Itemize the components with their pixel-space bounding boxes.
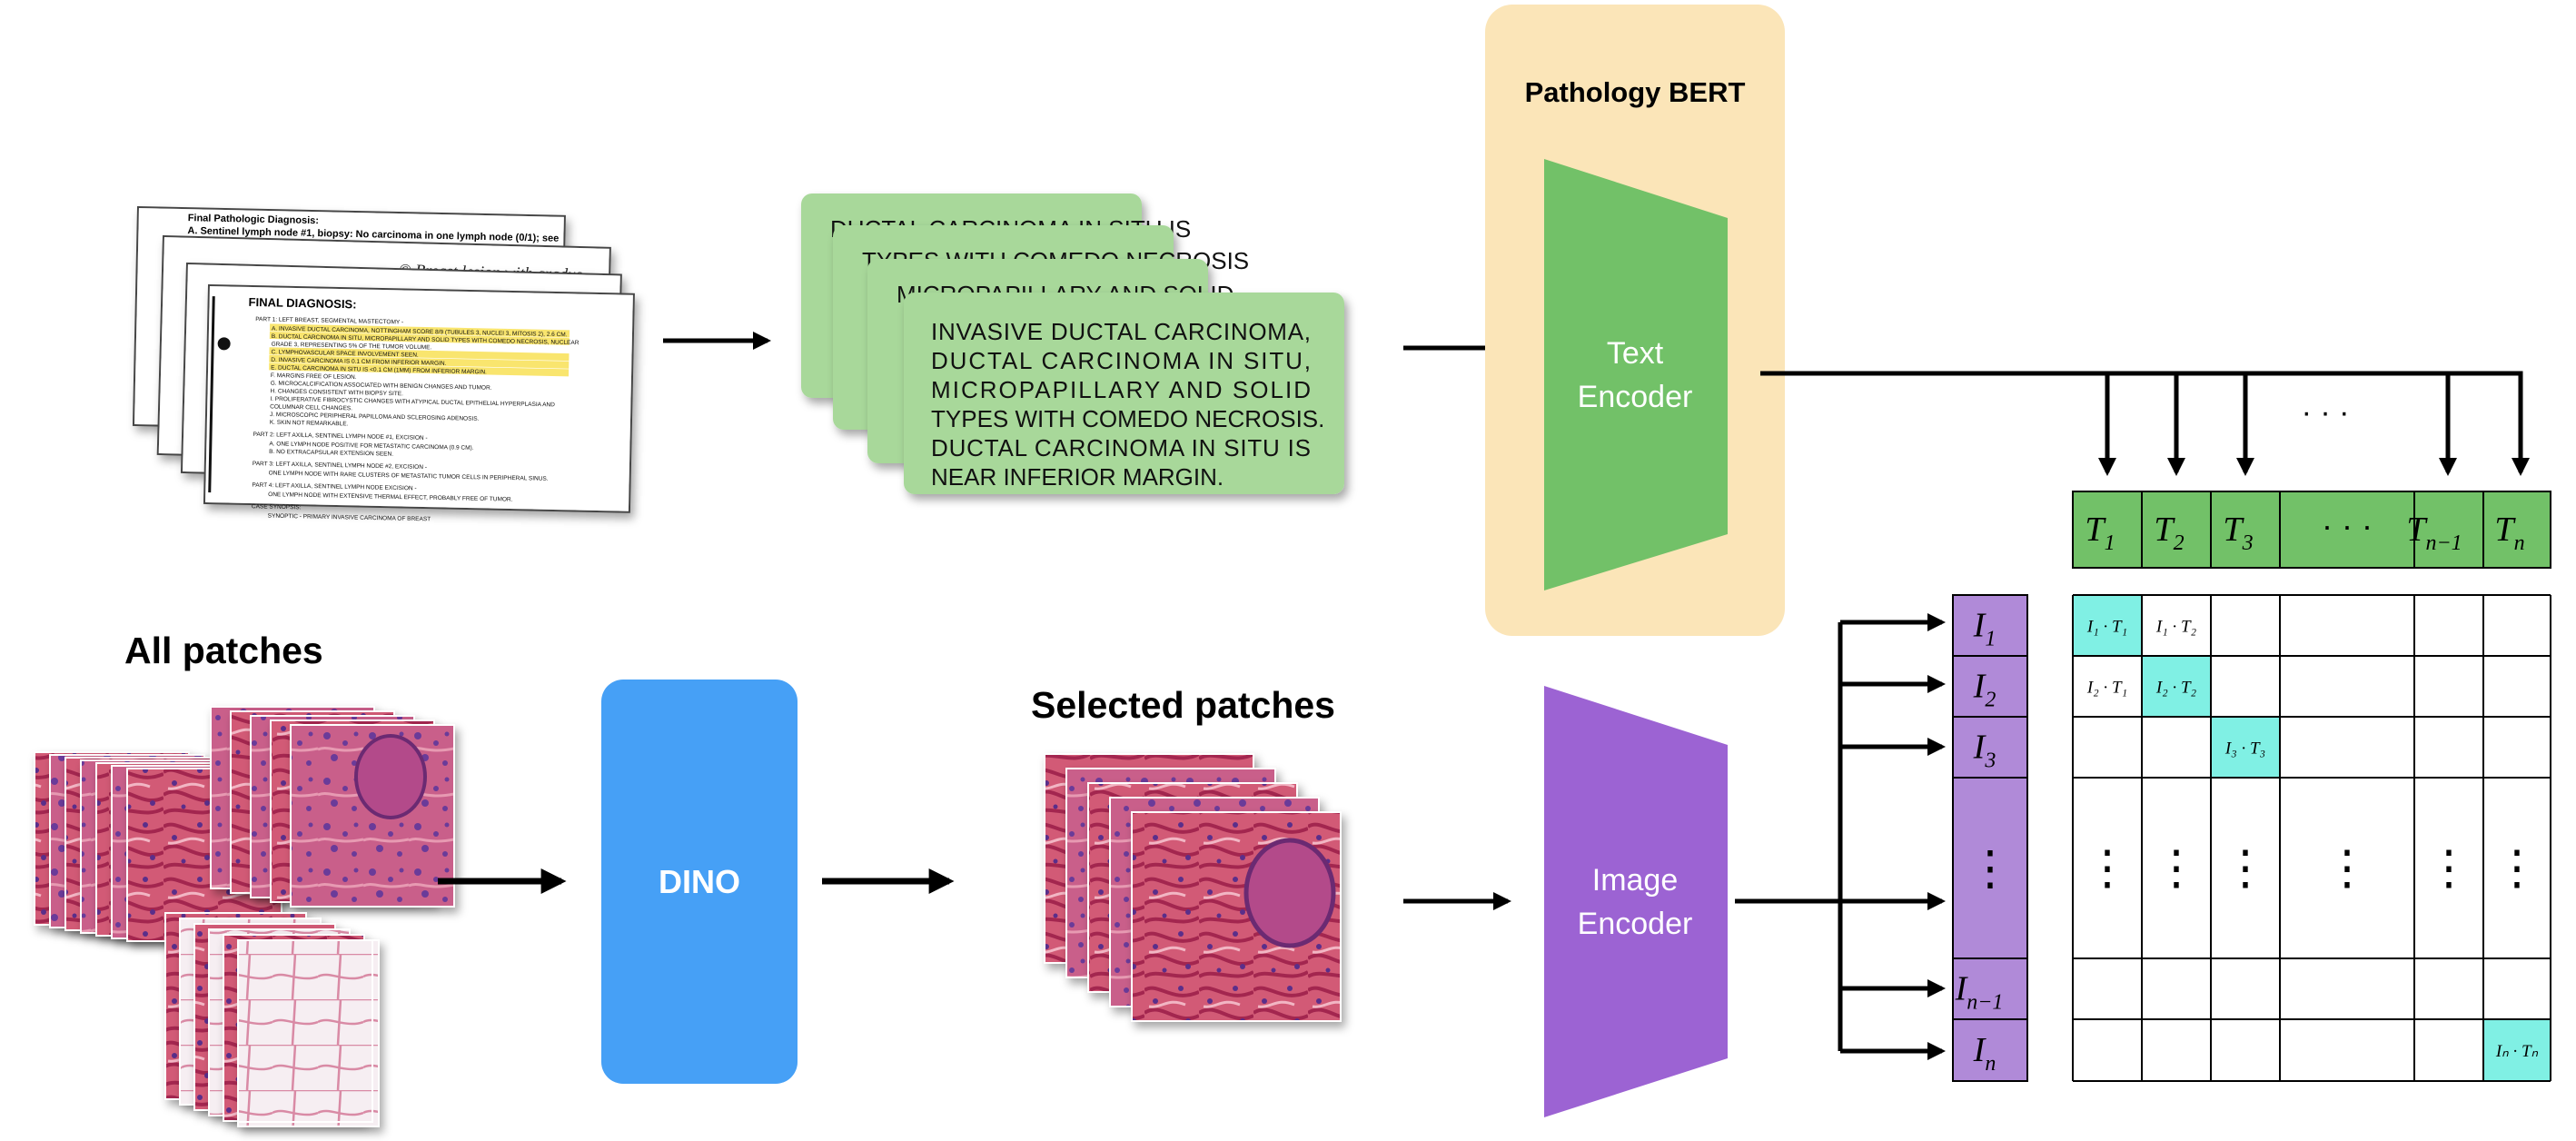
selected-patches-title: Selected patches [1031,684,1335,726]
report-card-front-line: TYPES WITH COMEDO NECROSIS. [931,405,1324,432]
text-token-n−1: Tn−1 [2406,511,2462,555]
doc-front-line: H. CHANGES CONSISTENT WITH BIOPSY SITE. [270,388,403,397]
dino-box [601,680,798,1084]
matrix-ellipsis: ⋮ [2493,842,2541,895]
image-embedding-arrows [1735,613,1946,1060]
pathology-bert-title: Pathology BERT [1525,76,1746,108]
image-encoder-label-2: Encoder [1578,907,1693,941]
doc-front-line: D. INVASIVE CARCINOMA IS 0.1 CM FROM INF… [271,357,446,367]
doc-front-line: PART 4: LEFT AXILLA, SENTINEL LYMPH NODE… [252,482,416,492]
text-token-1: T1 [2085,511,2115,555]
selected-patch-stack [1044,753,1342,1022]
image-token-ellipsis: ⋮ [1967,843,2014,896]
report-card-front-line: MICROPAPILLARY AND SOLID [931,376,1311,403]
doc-front-line: SYNOPTIC - PRIMARY INVASIVE CARCINOMA OF… [268,513,431,523]
image-token-3: I3 [1973,729,1996,773]
text-token-2: T2 [2154,511,2184,555]
arrow-ellipsis: · · · [2302,395,2350,430]
selected-patches-stack [1044,753,1342,1022]
doc-front-line: CASE SYNOPSIS: [252,503,302,511]
report-doc-front: FINAL DIAGNOSIS: PART 1: LEFT BREAST, SEG… [203,283,635,523]
text-token-row: T1 T2 T3 · · · Tn−1 Tn [2072,491,2551,569]
report-card-front-line: DUCTAL CARCINOMA IN SITU, [931,347,1311,374]
text-encoder-label-1: Text [1607,336,1664,371]
report-card-front-line: NEAR INFERIOR MARGIN. [931,463,1224,491]
report-card-front-line: INVASIVE DUCTAL CARCINOMA, [931,318,1311,345]
doc-front-line: PART 2: LEFT AXILLA, SENTINEL LYMPH NODE… [253,432,427,442]
image-token-n: In [1973,1031,1996,1076]
doc-front-line: J. MICROSCOPIC PERIPHERAL PAPILLOMA AND … [270,412,480,422]
matrix-ellipsis: ⋮ [2425,842,2472,895]
report-text-cards: DUCTAL CARCINOMA IN SITU ISTYPES WITH CO… [801,193,1344,494]
doc-front-title: FINAL DIAGNOSIS: [248,295,356,311]
text-encoder-trapezoid [1544,159,1728,590]
doc-front-line: PART 1: LEFT BREAST, SEGMENTAL MASTECTOM… [255,316,403,325]
similarity-cell: I₂ · T₁ [2086,679,2127,698]
image-encoder-trapezoid [1544,686,1728,1117]
image-token-n−1: In−1 [1955,970,2004,1015]
doc-front-line: K. SKIN NOT REMARKABLE. [270,420,349,428]
image-token-1: I1 [1973,607,1996,651]
report-card-front-line: DUCTAL CARCINOMA IN SITU IS [931,434,1311,461]
matrix-ellipsis: ⋮ [2084,842,2131,895]
text-embedding-arrows [1760,371,2530,476]
doc-front-line: C. LYMPHOVASCULAR SPACE INVOLVEMENT SEEN… [271,349,419,358]
similarity-cell: Iₙ · Tₙ [2495,1042,2539,1061]
matrix-ellipsis: ⋮ [2153,842,2200,895]
similarity-cell: I₁ · T₂ [2155,618,2197,637]
text-token-3: T3 [2223,511,2253,555]
all-patches-title: All patches [124,630,323,671]
similarity-matrix: I₁ · T₁ I₁ · T₂ I₂ · T₁ I₂ · T₂ I₃ · T₃ Iₙ · … [2072,594,2551,1082]
patch-stack-bottom [164,912,380,1127]
pathology-report-documents: Final Pathologic Diagnosis:A. Sentinel l… [132,205,635,523]
text-encoder-label-2: Encoder [1578,380,1693,414]
doc-front-line: COLUMNAR CELL CHANGES. [270,403,352,412]
text-token-ellipsis: · · · [2322,507,2373,544]
doc-front-line: B. NO EXTRACAPSULAR EXTENSION SEEN. [269,449,393,458]
similarity-cell: I₂ · T₂ [2155,679,2197,698]
doc-front-line: GRADE 3, REPRESENTING 5% OF THE TUMOR VO… [272,342,432,352]
doc-front-line: PART 3: LEFT AXILLA, SENTINEL LYMPH NODE… [253,461,427,471]
text-token-n: Tn [2494,511,2524,555]
doc-back-line: Final Pathologic Diagnosis: [188,213,319,226]
doc-front-line: F. MARGINS FREE OF LESION. [271,372,357,381]
image-token-2: I2 [1973,668,1996,712]
report-card-front: INVASIVE DUCTAL CARCINOMA,DUCTAL CARCINO… [904,293,1344,494]
doc-front-line: A. ONE LYMPH NODE POSITIVE FOR METASTATI… [269,441,474,451]
patch-stack-top [210,706,455,908]
doc-front-line: E. DUCTAL CARCINOMA IN SITU IS <0.1 CM (… [271,364,487,375]
similarity-cell: I₁ · T₁ [2086,618,2127,637]
dino-label: DINO [659,863,740,900]
matrix-ellipsis: ⋮ [2222,842,2269,895]
image-encoder-label-1: Image [1592,863,1679,898]
matrix-ellipsis: ⋮ [2323,842,2371,895]
text-token-row-bg [2072,491,2551,569]
similarity-cell: I₃ · T₃ [2224,739,2265,759]
all-patches-stacks [34,706,455,1127]
